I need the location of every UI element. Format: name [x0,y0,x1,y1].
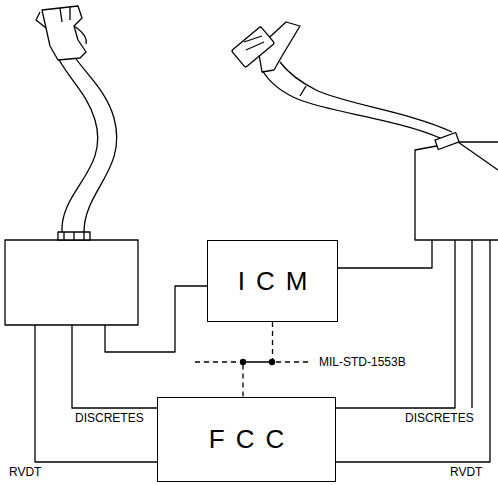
bus-connector [243,322,273,397]
bus-line [195,361,310,362]
signal-name: DISCRETES [404,412,475,425]
signal-name: RVDT [8,466,42,479]
box-label: ICM [227,266,319,297]
box-label: FCC [198,424,295,455]
discretes-wire [336,240,455,408]
stick-stem [58,58,98,232]
stick-base [5,240,138,325]
throttle-stem [262,70,440,138]
bus-label: MIL-STD-1553B [318,356,407,369]
stick-grip [42,6,86,60]
throttle-quadrant [415,142,498,240]
icm-wire [105,286,207,352]
discretes-wire [471,240,472,408]
process-box: ICM [207,240,338,322]
discretes-wire [72,325,157,408]
signal-name: RVDT [449,466,483,479]
icm-wire [338,240,432,268]
rvdt-wire [336,240,490,462]
signal-name: DISCRETES [74,412,145,425]
rvdt-wire [35,325,157,462]
process-box: FCC [157,397,336,482]
